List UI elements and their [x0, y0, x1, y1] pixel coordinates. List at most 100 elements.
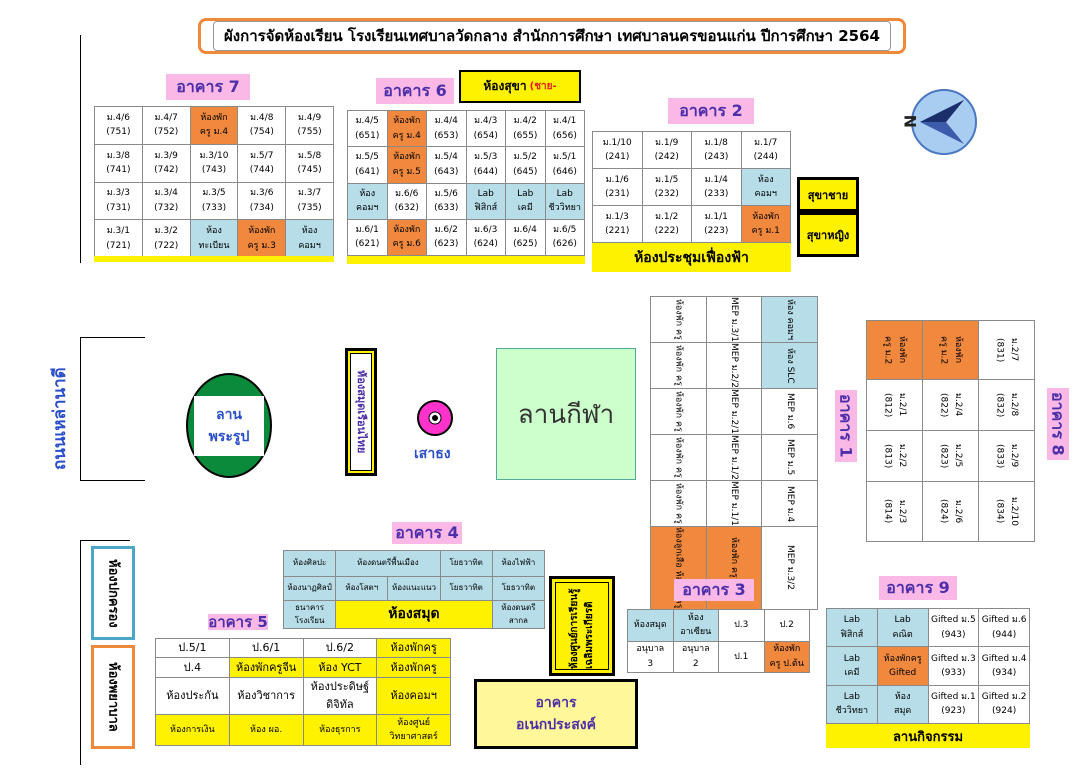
b6-cell: ม.5/1 (646): [544, 146, 585, 184]
b7-cell: ม.3/9(742): [141, 143, 191, 183]
b8-cell-room: (833): [994, 443, 1005, 468]
b7-cell: ม.3/1(721): [94, 219, 143, 258]
b6-cell: ห้องพักครู ม.5: [386, 146, 427, 184]
b4-guidance: ห้องแนะแนว: [387, 576, 441, 601]
b1-cell: MEP ม.2/2: [705, 342, 763, 390]
left-boundary-mid-bottom: [80, 480, 145, 481]
b4-art: ห้องศิลปะ: [282, 550, 337, 577]
b6-cell: ม.4/5(651): [347, 109, 388, 148]
b3-cell-name: ห้องพัก: [773, 644, 801, 655]
b7-cell: ม.3/6(734): [237, 181, 287, 221]
b4-band3: โยธวาทิต: [491, 576, 546, 601]
b1-cell: ห้อง SLC: [761, 342, 818, 390]
courtyard: ลาน พระรูป: [186, 373, 272, 478]
compass-n-label: N: [901, 115, 920, 128]
b7-cell-room: (743): [201, 165, 227, 176]
b2-cell: ม.1/9(242): [641, 131, 692, 169]
b7-cell: ม.3/7(735): [285, 181, 334, 221]
b8-cell-room: (812): [882, 392, 893, 417]
b9-cell-name: Lab: [843, 653, 860, 664]
b8-cell-room: ครู ม.2: [938, 335, 949, 365]
building3-label: อาคาร 3: [674, 579, 754, 601]
b8-cell: ม.2/8(832): [978, 378, 1035, 431]
b6-cell-room: (624): [473, 239, 498, 250]
b3-cell-room: 2: [692, 658, 699, 669]
b5-cell: ห้องพักครูจีน: [228, 657, 304, 678]
building2-grid: ม.1/10(241)ม.1/9(242)ม.1/8(243)ม.1/7(244…: [592, 131, 791, 243]
b6-cell-name: ม.4/1: [553, 116, 577, 127]
b7-cell-name: ม.5/8: [297, 150, 322, 161]
activity-area: ลานกิจกรรม: [826, 724, 1030, 748]
b2-cell-room: (244): [753, 152, 778, 162]
b6-cell-room: (626): [552, 239, 577, 250]
b5-cell: ห้องศูนย์ วิทยาศาสตร์: [376, 714, 451, 746]
b7-cell-name: ม.4/7: [154, 112, 178, 123]
b7-cell: ม.4/9(755): [285, 106, 334, 145]
b8-cell-room: ครู ม.2: [882, 335, 893, 365]
building2-label: อาคาร 2: [668, 98, 754, 124]
b9-cell: Gifted ม.2(924): [978, 684, 1030, 725]
b6-cell-room: (653): [434, 130, 459, 141]
b8-cell: ม.2/7(831): [978, 320, 1035, 380]
b5-cell: ห้องพักครู: [376, 657, 451, 678]
b6-cell-room: (646): [552, 166, 577, 177]
b5-cell: ป.5/1: [155, 637, 230, 659]
b6-cell-name: ม.5/1: [553, 152, 577, 163]
b8-cell-name: ม.2/3: [896, 499, 907, 523]
b6-cell-name: ห้อง: [359, 188, 376, 199]
b1-cell: ห้องพัก ครู: [650, 342, 707, 390]
b9-cell: Gifted ม.1(923): [927, 684, 980, 725]
b7-cell-room: (733): [201, 202, 227, 213]
b3-cell: อนุบาล 2: [672, 640, 719, 673]
b1-cell: ห้องพัก ครู: [650, 480, 707, 528]
building6-toilet-label: ห้องสุขา: [483, 79, 527, 93]
b6-cell-name: ม.5/6: [434, 188, 458, 199]
left-boundary-top: [80, 35, 81, 263]
b6-cell: ม.6/6(632): [386, 182, 427, 220]
admin-room-text: ห้องปกครอง: [105, 558, 121, 628]
b7-cell-name: ห้องพัก: [248, 226, 276, 237]
b6-cell-name: ม.6/4: [513, 224, 537, 235]
b7-cell: ม.4/8(754): [237, 106, 287, 145]
admin-room: ห้องปกครอง: [91, 546, 135, 640]
b3-cell-name: อนุบาล: [681, 644, 710, 655]
b2-cell-room: (241): [605, 152, 630, 162]
b8-cell-name: ม.2/10: [1008, 496, 1019, 526]
b6-cell: ม.4/3(654): [465, 109, 506, 148]
b6-cell: ม.5/5(641): [347, 146, 388, 184]
b6-cell-name: ม.6/2: [434, 224, 458, 235]
b2-cell-name: ม.1/5: [655, 174, 679, 185]
b7-cell-room: (745): [297, 165, 322, 176]
b2-cell-room: (222): [654, 226, 679, 236]
b5-cell: ห้องวิชาการ: [228, 676, 304, 716]
b2-cell: ม.1/6(231): [592, 168, 643, 206]
b7-cell: ห้องพักครู ม.4: [189, 106, 239, 145]
b7-cell: ม.3/2(722): [141, 219, 191, 258]
b6-cell-name: Lab: [517, 188, 534, 199]
b8-cell: ม.2/3(814): [866, 480, 923, 542]
b6-cell: ม.6/2(623): [426, 218, 467, 257]
b2-cell: ม.1/4(233): [691, 168, 742, 206]
b6-cell-name: ม.4/4: [434, 116, 458, 127]
building6-toilet-sub: (ชาย-: [529, 81, 557, 92]
b8-cell-name: ม.2/6: [952, 499, 963, 523]
b2-cell-name: ม.1/3: [605, 211, 629, 222]
b2-cell: ม.1/7(244): [740, 131, 791, 169]
b3-cell-name: ห้อง: [687, 612, 704, 623]
b9-cell: Gifted ม.3(933): [927, 646, 980, 686]
b7-cell: ม.3/3(731): [94, 181, 143, 221]
toilet-female: สุขาหญิง: [797, 212, 859, 257]
b7-cell-room: (751): [106, 127, 131, 138]
b7-cell-name: ม.3/5: [202, 188, 226, 199]
nurse-room: ห้องพยาบาล: [91, 645, 135, 749]
b9-cell-room: (933): [941, 667, 966, 678]
b6-cell-room: (625): [513, 239, 538, 250]
b7-cell: ม.4/7(752): [141, 106, 191, 145]
b6-cell-room: (643): [434, 166, 459, 177]
b2-cell-room: (242): [654, 152, 679, 162]
b2-cell-room: (233): [704, 189, 729, 199]
